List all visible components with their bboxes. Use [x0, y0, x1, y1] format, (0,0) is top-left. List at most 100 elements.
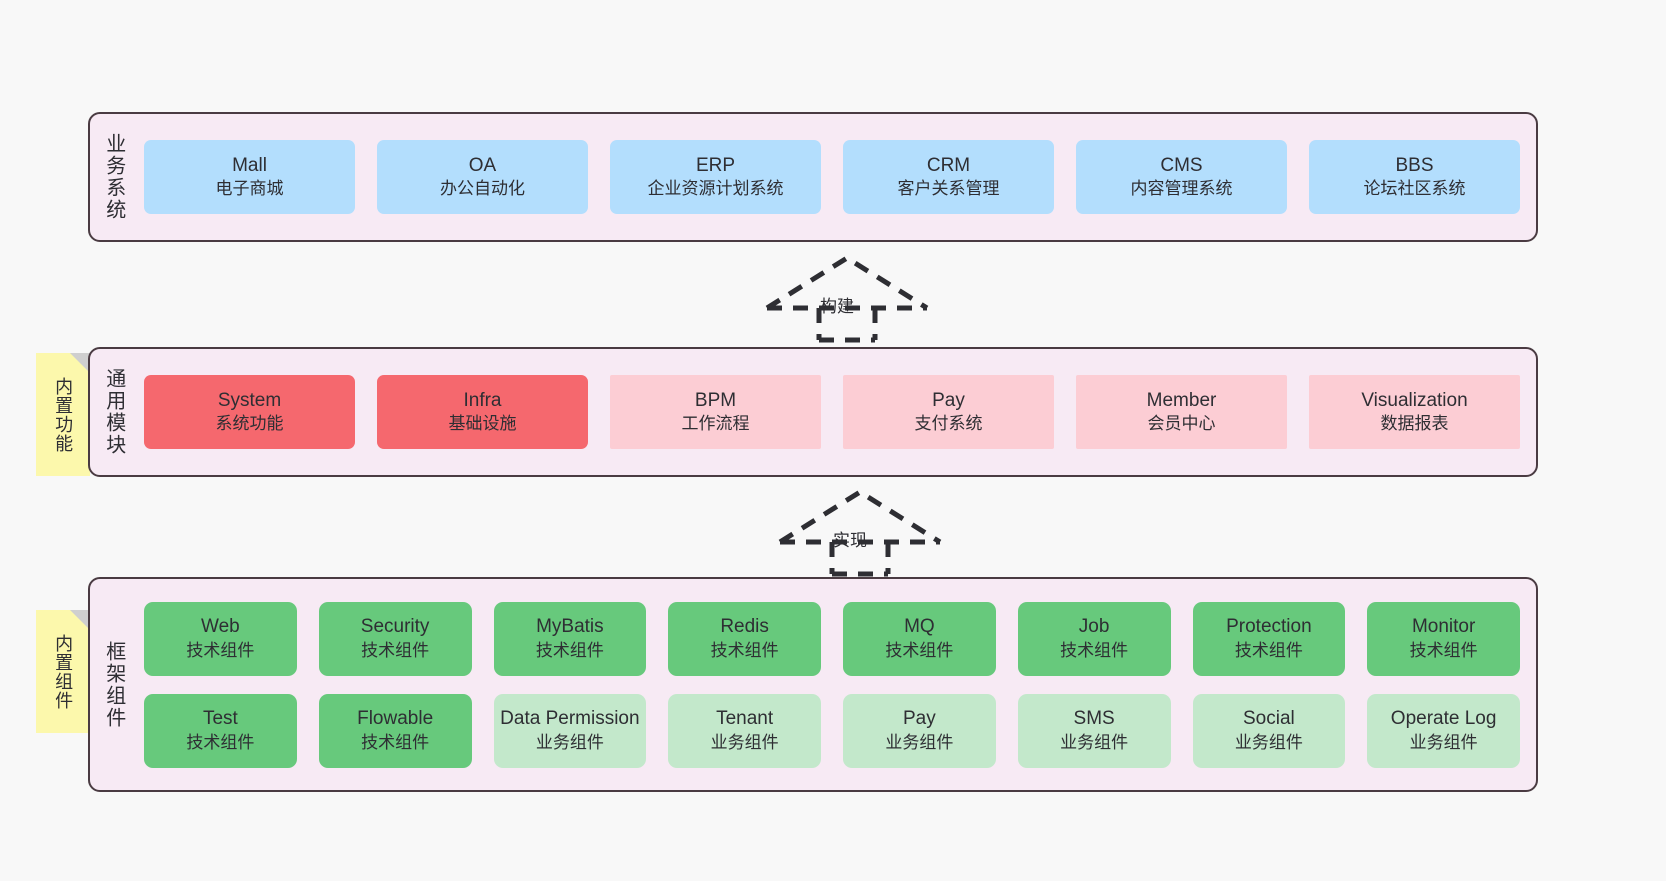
card-web-sub: 技术组件: [186, 640, 255, 660]
layer-body-common-module: System 系统功能 Infra 基础设施 BPM 工作流程 Pay 支付系统…: [136, 349, 1536, 475]
sticky-note-builtin-function: 内置功能: [36, 353, 90, 476]
card-mall[interactable]: Mall 电子商城: [144, 140, 355, 214]
card-protection-sub: 技术组件: [1234, 640, 1303, 660]
card-pay-module-name: Pay: [932, 389, 965, 411]
card-mybatis-sub: 技术组件: [535, 640, 604, 660]
card-sms-sub: 业务组件: [1060, 732, 1129, 752]
card-social-name: Social: [1243, 708, 1295, 730]
sticky-fold-corner-icon: [70, 610, 90, 630]
card-redis-sub: 技术组件: [710, 640, 779, 660]
layer-common-module: 通用模块 System 系统功能 Infra 基础设施 BPM 工作流程 Pay: [88, 347, 1538, 477]
card-pay-component[interactable]: Pay 业务组件: [843, 693, 996, 768]
sticky-note-builtin-component: 内置组件: [36, 610, 90, 733]
card-protection-name: Protection: [1226, 616, 1312, 638]
card-cms-sub: 内容管理系统: [1130, 179, 1233, 199]
card-data-permission-name: Data Permission: [500, 708, 640, 730]
card-bpm[interactable]: BPM 工作流程: [610, 375, 821, 449]
card-sms[interactable]: SMS 业务组件: [1017, 693, 1171, 768]
layer-title-business-system: 业务系统: [102, 133, 125, 221]
card-system[interactable]: System 系统功能: [144, 375, 355, 449]
card-cms-name: CMS: [1160, 154, 1203, 176]
card-job-sub: 技术组件: [1060, 640, 1129, 660]
card-test-sub: 技术组件: [186, 732, 255, 752]
card-oa-sub: 办公自动化: [440, 179, 525, 199]
layer-title-framework-component: 框架组件: [102, 640, 125, 729]
card-test-name: Test: [202, 708, 238, 730]
sticky-note-builtin-component-label: 内置组件: [53, 633, 74, 710]
card-sms-name: SMS: [1073, 708, 1115, 730]
sticky-fold-corner-icon: [70, 353, 90, 373]
connector-build-label: 构建: [820, 297, 854, 316]
card-operate-log[interactable]: Operate Log 业务组件: [1367, 693, 1520, 768]
card-redis[interactable]: Redis 技术组件: [668, 601, 821, 676]
card-flowable-sub: 技术组件: [361, 732, 430, 752]
card-system-name: System: [217, 389, 282, 411]
card-web-name: Web: [201, 616, 240, 638]
card-job-name: Job: [1078, 616, 1110, 638]
framework-component-row-business: Test 技术组件 Flowable 技术组件 Data Permission …: [144, 693, 1520, 768]
card-data-permission[interactable]: Data Permission 业务组件: [493, 693, 647, 768]
card-member-name: Member: [1146, 389, 1217, 411]
card-member-sub: 会员中心: [1147, 414, 1216, 434]
card-erp[interactable]: ERP 企业资源计划系统: [610, 140, 821, 214]
card-crm[interactable]: CRM 客户关系管理: [843, 140, 1054, 214]
card-monitor-name: Monitor: [1411, 616, 1476, 638]
card-social-sub: 业务组件: [1234, 732, 1303, 752]
card-infra[interactable]: Infra 基础设施: [377, 375, 588, 449]
card-mybatis-name: MyBatis: [536, 616, 604, 638]
card-redis-name: Redis: [720, 616, 769, 638]
card-bbs[interactable]: BBS 论坛社区系统: [1309, 140, 1520, 214]
card-erp-name: ERP: [695, 154, 736, 176]
framework-component-row-technical: Web 技术组件 Security 技术组件 MyBatis 技术组件 Redi…: [144, 601, 1520, 676]
card-tenant-name: Tenant: [716, 708, 774, 730]
card-mq[interactable]: MQ 技术组件: [843, 601, 996, 676]
card-operate-log-name: Operate Log: [1390, 708, 1497, 730]
card-security-sub: 技术组件: [361, 640, 430, 660]
card-mybatis[interactable]: MyBatis 技术组件: [493, 601, 647, 676]
card-test[interactable]: Test 技术组件: [144, 693, 297, 768]
card-bbs-sub: 论坛社区系统: [1363, 179, 1466, 199]
card-oa[interactable]: OA 办公自动化: [377, 140, 588, 214]
connector-build-glyph: [765, 255, 929, 343]
card-crm-sub: 客户关系管理: [897, 179, 1000, 199]
card-infra-name: Infra: [463, 389, 502, 411]
card-erp-sub: 企业资源计划系统: [647, 179, 784, 199]
card-flowable[interactable]: Flowable 技术组件: [318, 693, 472, 768]
card-bpm-sub: 工作流程: [681, 414, 750, 434]
card-visualization-sub: 数据报表: [1380, 414, 1449, 434]
card-tenant[interactable]: Tenant 业务组件: [668, 693, 821, 768]
card-pay-module[interactable]: Pay 支付系统: [843, 375, 1054, 449]
card-protection[interactable]: Protection 技术组件: [1192, 601, 1346, 676]
layer-body-business-system: Mall 电子商城 OA 办公自动化 ERP 企业资源计划系统 CRM 客户关系…: [136, 114, 1536, 240]
card-mq-name: MQ: [904, 616, 935, 638]
card-bbs-name: BBS: [1395, 154, 1434, 176]
connector-build: 构建: [757, 255, 937, 343]
card-monitor-sub: 技术组件: [1409, 640, 1478, 660]
card-job[interactable]: Job 技术组件: [1017, 601, 1171, 676]
card-tenant-sub: 业务组件: [710, 732, 779, 752]
common-module-card-row: System 系统功能 Infra 基础设施 BPM 工作流程 Pay 支付系统…: [144, 375, 1520, 449]
card-pay-component-sub: 业务组件: [885, 732, 954, 752]
card-data-permission-sub: 业务组件: [535, 732, 604, 752]
layer-framework-component: 框架组件 Web 技术组件 Security 技术组件 MyBatis 技术组件…: [88, 577, 1538, 792]
connector-implement: 实现: [770, 489, 950, 577]
card-monitor[interactable]: Monitor 技术组件: [1367, 601, 1520, 676]
layer-business-system: 业务系统 Mall 电子商城 OA 办公自动化 ERP 企业资源计划系统 CRM: [88, 112, 1538, 242]
card-system-sub: 系统功能: [215, 414, 284, 434]
card-web[interactable]: Web 技术组件: [144, 601, 297, 676]
connector-implement-label: 实现: [833, 531, 867, 550]
card-visualization[interactable]: Visualization 数据报表: [1309, 375, 1520, 449]
card-flowable-name: Flowable: [357, 708, 434, 730]
layer-body-framework-component: Web 技术组件 Security 技术组件 MyBatis 技术组件 Redi…: [136, 579, 1536, 790]
card-cms[interactable]: CMS 内容管理系统: [1076, 140, 1287, 214]
card-mall-sub: 电子商城: [215, 179, 284, 199]
card-social[interactable]: Social 业务组件: [1192, 693, 1346, 768]
connector-implement-glyph: [778, 489, 942, 577]
card-member[interactable]: Member 会员中心: [1076, 375, 1287, 449]
card-mall-name: Mall: [232, 154, 267, 176]
business-system-card-row: Mall 电子商城 OA 办公自动化 ERP 企业资源计划系统 CRM 客户关系…: [144, 140, 1520, 214]
card-visualization-name: Visualization: [1361, 389, 1468, 411]
card-bpm-name: BPM: [694, 389, 737, 411]
card-security[interactable]: Security 技术组件: [318, 601, 472, 676]
